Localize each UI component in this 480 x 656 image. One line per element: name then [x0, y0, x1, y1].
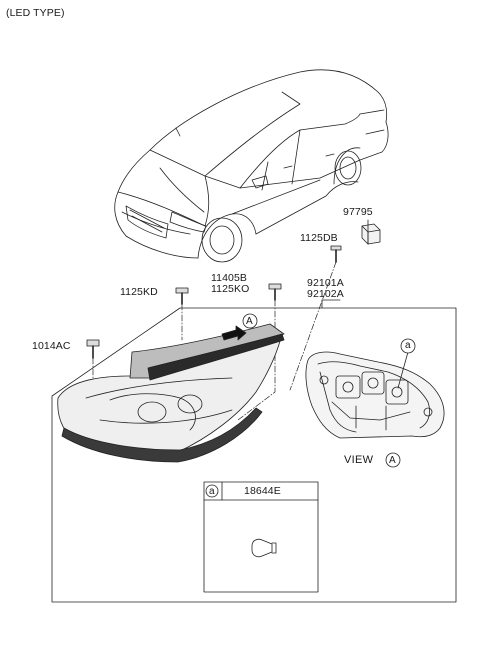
callout-letter-a-rear: a	[405, 340, 411, 351]
callout-letter-A-view: A	[389, 455, 396, 466]
part-label-97795: 97795	[343, 206, 373, 218]
screw-1125kd	[175, 287, 189, 305]
screw-1014ac	[86, 339, 100, 359]
view-label: VIEW	[344, 454, 374, 466]
callout-circle-a-rear	[400, 338, 416, 354]
view-arrow	[221, 325, 247, 341]
part-label-1125db: 1125DB	[300, 232, 338, 244]
callout-letter-A-top: A	[246, 316, 253, 327]
callout-circle-a-box	[205, 484, 219, 498]
bulb-socket-97795	[361, 223, 381, 245]
car-illustration	[114, 69, 389, 263]
part-label-11405b: 11405B	[211, 272, 248, 284]
part-label-92102a: 92102A	[307, 288, 344, 300]
part-label-18644e: 18644E	[244, 485, 281, 497]
callout-circle-A-view	[385, 452, 401, 468]
screw-1125ko	[268, 283, 282, 301]
diagram-title: (LED TYPE)	[6, 7, 65, 19]
part-label-1125ko: 1125KO	[211, 283, 250, 295]
bulb-18644e	[251, 538, 277, 558]
screw-1125db	[330, 245, 342, 263]
headlamp-rear	[305, 351, 445, 439]
part-label-1014ac: 1014AC	[32, 340, 71, 352]
bulb-subbox	[203, 481, 319, 593]
callout-letter-a-box: a	[209, 486, 215, 497]
callout-circle-A-top	[242, 313, 258, 329]
part-label-92101a: 92101A	[307, 277, 344, 289]
part-label-1125kd: 1125KD	[120, 286, 158, 298]
headlamp-front	[57, 323, 285, 463]
assembly-frame	[51, 307, 457, 603]
